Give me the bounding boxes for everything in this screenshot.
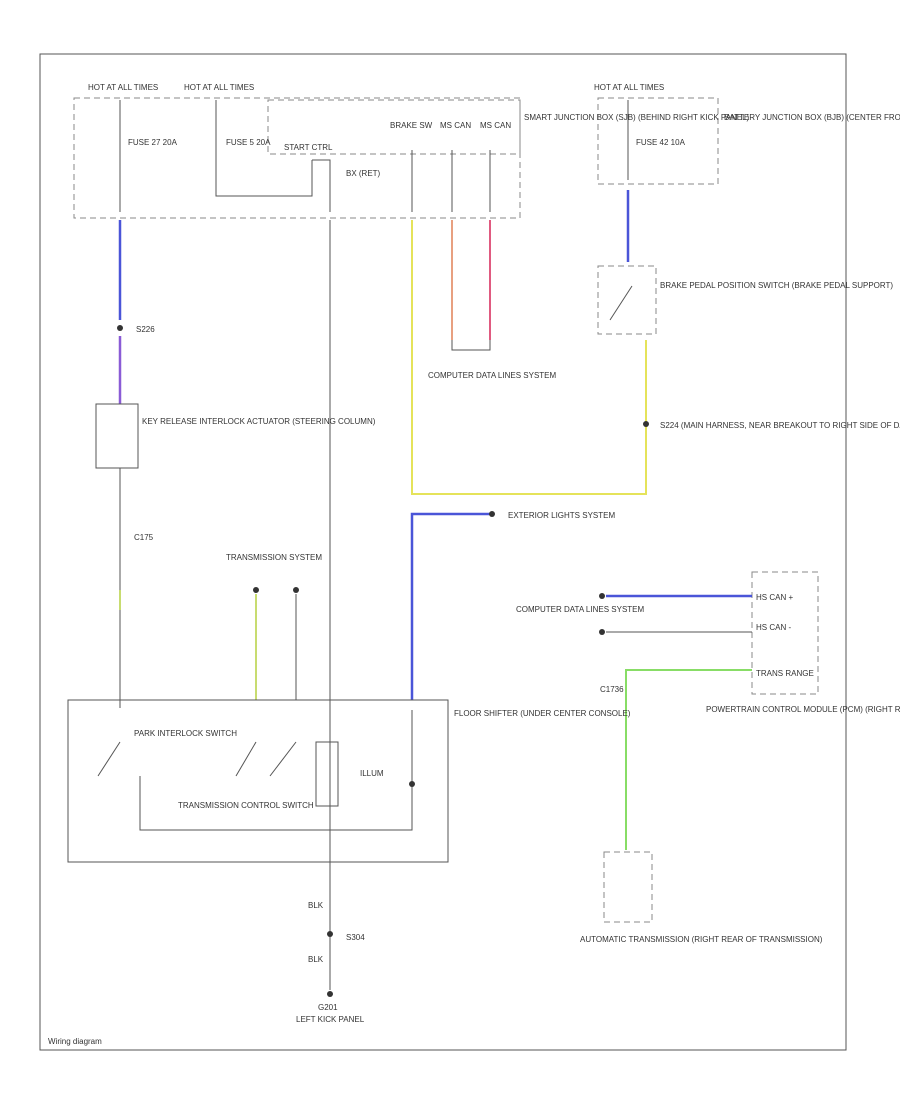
illum-bulb bbox=[315, 741, 339, 807]
hot-label-3: HOT AT ALL TIMES bbox=[594, 83, 664, 92]
start-ctrl-label: START CTRL bbox=[284, 143, 333, 152]
fuse-label-3: FUSE 42 10A bbox=[636, 138, 686, 147]
park-interlock-switch bbox=[97, 741, 121, 777]
hot-label-1: HOT AT ALL TIMES bbox=[88, 83, 158, 92]
trans-system-label: TRANSMISSION SYSTEM bbox=[226, 553, 322, 562]
start-ctrl-wire bbox=[312, 159, 331, 212]
computer-data-label-2: COMPUTER DATA LINES SYSTEM bbox=[516, 605, 645, 614]
pcm-pin-2: HS CAN - bbox=[756, 623, 791, 632]
fuse-label-2: FUSE 5 20A bbox=[226, 138, 271, 147]
footer-text: Wiring diagram bbox=[48, 1037, 102, 1046]
floor-shifter-label: FLOOR SHIFTER (UNDER CENTER CONSOLE) bbox=[454, 709, 631, 718]
auto-trans-label: AUTOMATIC TRANSMISSION (RIGHT REAR OF TR… bbox=[580, 935, 823, 944]
ground-dot bbox=[327, 991, 333, 997]
gnd-label-1: BLK bbox=[308, 901, 324, 910]
brake-pedal-switch bbox=[609, 285, 633, 321]
g201-loc-label: LEFT KICK PANEL bbox=[296, 1015, 365, 1024]
floor-return-wire bbox=[139, 710, 413, 831]
bx-ret-label: BX (RET) bbox=[346, 169, 381, 178]
splice-s224 bbox=[643, 421, 649, 427]
ms-can-label-1: MS CAN bbox=[440, 121, 471, 130]
pcm-trans-range-wire bbox=[625, 669, 752, 850]
key-release-label: KEY RELEASE INTERLOCK ACTUATOR (STEERING… bbox=[142, 417, 376, 426]
outer-frame bbox=[39, 53, 847, 1051]
splice-s304 bbox=[327, 931, 333, 937]
ms-can-label-2: MS CAN bbox=[480, 121, 511, 130]
fuse2-wire bbox=[215, 100, 313, 197]
c1736-label: C1736 bbox=[600, 685, 624, 694]
brake-yellow-wire bbox=[411, 220, 647, 495]
trans-control-switch-2 bbox=[269, 741, 297, 777]
pcm-dot-1 bbox=[599, 593, 605, 599]
pcm-box bbox=[751, 571, 819, 695]
fuse-label-1: FUSE 27 20A bbox=[128, 138, 178, 147]
c175-label: C175 bbox=[134, 533, 154, 542]
illum-dot bbox=[409, 781, 415, 787]
key-release-actuator bbox=[95, 403, 139, 469]
computer-data-label-1: COMPUTER DATA LINES SYSTEM bbox=[428, 371, 557, 380]
s304-label: S304 bbox=[346, 933, 365, 942]
bjb-label: BATTERY JUNCTION BOX (BJB) (CENTER FRONT… bbox=[724, 113, 900, 122]
sjb-label: SMART JUNCTION BOX (SJB) (BEHIND RIGHT K… bbox=[524, 113, 750, 122]
illum-label: ILLUM bbox=[360, 769, 384, 778]
exterior-dot bbox=[489, 511, 495, 517]
pcm-dot-2 bbox=[599, 629, 605, 635]
sjb-box bbox=[73, 97, 521, 219]
s224-label: S224 (MAIN HARNESS, NEAR BREAKOUT TO RIG… bbox=[660, 421, 900, 430]
pcm-pin-1: HS CAN + bbox=[756, 593, 793, 602]
g201-label: G201 bbox=[318, 1003, 338, 1012]
exterior-blue-wire bbox=[410, 512, 490, 700]
bjb-box bbox=[597, 97, 719, 185]
hot-label-2: HOT AT ALL TIMES bbox=[184, 83, 254, 92]
brake-pedal-switch-box bbox=[597, 265, 657, 335]
park-interlock-label: PARK INTERLOCK SWITCH bbox=[134, 729, 237, 738]
pcm-label: POWERTRAIN CONTROL MODULE (PCM) (RIGHT R… bbox=[706, 705, 900, 714]
ms-can-join bbox=[451, 340, 491, 351]
trans-control-switch-1 bbox=[235, 741, 257, 777]
brake-sw-label: BRAKE SW bbox=[390, 121, 433, 130]
trans-dot-2 bbox=[293, 587, 299, 593]
brake-pedal-label: BRAKE PEDAL POSITION SWITCH (BRAKE PEDAL… bbox=[660, 281, 893, 290]
trans-control-label: TRANSMISSION CONTROL SWITCH bbox=[178, 801, 314, 810]
exterior-lights-label: EXTERIOR LIGHTS SYSTEM bbox=[508, 511, 615, 520]
splice-s226 bbox=[117, 325, 123, 331]
s226-label: S226 bbox=[136, 325, 155, 334]
trans-dot-1 bbox=[253, 587, 259, 593]
gnd-label-2: BLK bbox=[308, 955, 324, 964]
pcm-pin-3: TRANS RANGE bbox=[756, 669, 814, 678]
start-ctrl-box bbox=[267, 99, 521, 155]
floor-shifter-box bbox=[67, 699, 449, 863]
auto-trans-box bbox=[603, 851, 653, 923]
